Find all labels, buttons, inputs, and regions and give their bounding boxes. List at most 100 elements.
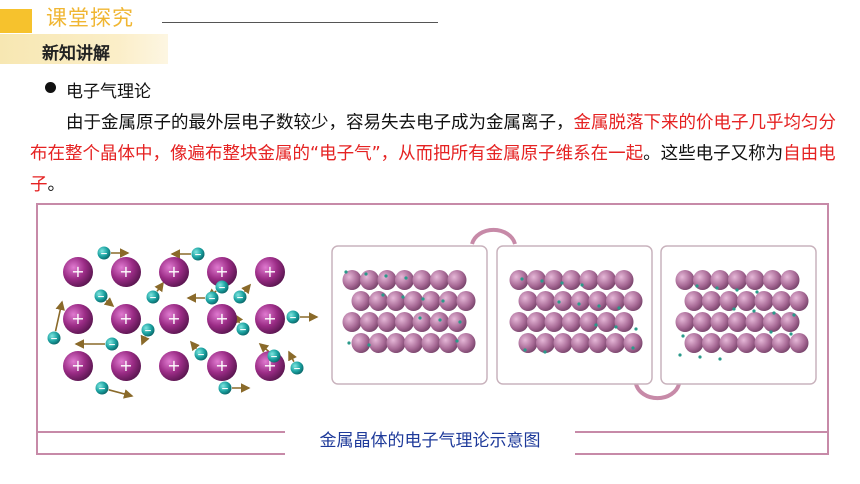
crystal-electron-dot bbox=[634, 327, 638, 331]
crystal-electron-dot bbox=[404, 276, 408, 280]
crystal-atom bbox=[430, 270, 449, 290]
paragraph-text-2: 。这些电子又称为 bbox=[643, 144, 784, 164]
crystal-atom bbox=[754, 291, 774, 311]
crystal-electron-dot bbox=[735, 288, 739, 292]
crystal-atom bbox=[386, 333, 406, 353]
crystal-atom bbox=[571, 333, 590, 353]
topic-heading: 电子气理论 bbox=[66, 82, 151, 102]
crystal-atom bbox=[780, 312, 800, 332]
explanation-paragraph: 由于金属原子的最外层电子数较少，容易失去电子成为金属离子，金属脱落下来的价电子几… bbox=[30, 108, 836, 201]
crystal-atom bbox=[412, 270, 432, 290]
ion-plus-sign: + bbox=[215, 356, 228, 375]
metal-ion bbox=[63, 351, 93, 381]
crystal-electron-dot bbox=[384, 274, 388, 278]
crystal-atom bbox=[702, 291, 721, 311]
free-electron bbox=[215, 280, 229, 294]
crystal-electron-dot bbox=[698, 355, 702, 359]
crystal-atom bbox=[439, 291, 458, 311]
crystal-atom bbox=[719, 291, 739, 311]
crystal-electron-dot bbox=[769, 330, 773, 334]
ion-plus-sign: + bbox=[215, 262, 228, 281]
crystal-electron-dot bbox=[718, 357, 722, 361]
crystal-electron-dot bbox=[344, 270, 348, 274]
electron-motion-arrow bbox=[54, 300, 65, 332]
crystal-atom bbox=[456, 291, 476, 311]
free-electron bbox=[146, 290, 160, 304]
electron-minus-sign: − bbox=[194, 251, 202, 261]
crystal-atom bbox=[562, 312, 581, 332]
crystal-atom bbox=[544, 312, 564, 332]
crystal-panels-atoms bbox=[342, 270, 809, 361]
ion-plus-sign: + bbox=[263, 309, 276, 328]
crystal-atom bbox=[780, 270, 800, 290]
electron-minus-sign: − bbox=[144, 327, 152, 337]
crystal-atom bbox=[754, 333, 774, 353]
crystal-atom bbox=[439, 333, 458, 353]
crystal-atom bbox=[562, 270, 581, 290]
crystal-electron-dot bbox=[418, 316, 422, 320]
metal-ion bbox=[255, 304, 285, 334]
crystal-atom bbox=[351, 291, 371, 311]
crystal-electron-dot bbox=[617, 306, 621, 310]
paragraph-text-3: 。 bbox=[47, 175, 66, 195]
crystal-atom bbox=[772, 333, 791, 353]
crystal-atom bbox=[737, 333, 756, 353]
crystal-electron-dot bbox=[594, 323, 598, 327]
crystal-atom bbox=[710, 312, 730, 332]
crystal-atom bbox=[536, 333, 555, 353]
metal-ion bbox=[111, 351, 141, 381]
crystal-atom bbox=[527, 312, 546, 332]
crystal-atom bbox=[360, 270, 379, 290]
connector-arc-bottom bbox=[634, 383, 681, 401]
crystal-electron-dot bbox=[755, 290, 759, 294]
free-electrons-group: −−−−−−−−−−−−−−−−− bbox=[47, 246, 304, 395]
crystal-electron-dot bbox=[421, 297, 425, 301]
crystal-atom bbox=[404, 291, 423, 311]
electron-motion-arrow bbox=[189, 340, 200, 352]
metal-ion bbox=[111, 304, 141, 334]
crystal-atom bbox=[728, 270, 747, 290]
free-electron bbox=[233, 290, 247, 304]
crystal-atom bbox=[395, 270, 414, 290]
crystal-atom bbox=[369, 291, 388, 311]
section-subtitle: 新知讲解 bbox=[42, 44, 110, 64]
crystal-atom bbox=[342, 270, 362, 290]
crystal-atom bbox=[614, 270, 634, 290]
crystal-atom bbox=[702, 333, 721, 353]
free-electron bbox=[97, 246, 111, 260]
metal-ion bbox=[255, 257, 285, 287]
ion-plus-sign: + bbox=[215, 309, 228, 328]
crystal-atom bbox=[745, 312, 765, 332]
paragraph-highlight-2: 自由电子 bbox=[30, 144, 836, 195]
crystal-atom bbox=[710, 270, 730, 290]
crystal-electron-dot bbox=[580, 283, 584, 287]
free-electron bbox=[47, 331, 61, 345]
crystal-electron-dot bbox=[732, 307, 736, 311]
crystal-atom bbox=[623, 333, 643, 353]
subtitle-band bbox=[0, 34, 168, 64]
crystal-electron-dot bbox=[678, 353, 682, 357]
metal-ion bbox=[159, 304, 189, 334]
crystal-atom bbox=[447, 270, 467, 290]
electron-motion-arrow bbox=[241, 283, 252, 295]
crystal-atom bbox=[412, 312, 432, 332]
crystal-electron-dot bbox=[381, 293, 385, 297]
ion-plus-sign: + bbox=[119, 262, 132, 281]
free-electron bbox=[267, 349, 281, 363]
free-electron bbox=[191, 247, 205, 261]
crystal-atom bbox=[369, 333, 388, 353]
header-accent-bar bbox=[0, 9, 32, 33]
crystal-electron-dot bbox=[752, 309, 756, 313]
crystal-atom bbox=[544, 270, 564, 290]
crystal-electron-dot bbox=[772, 311, 776, 315]
electron-minus-sign: − bbox=[221, 385, 229, 395]
crystal-atom bbox=[579, 270, 599, 290]
crystal-atom bbox=[789, 291, 809, 311]
crystal-atom bbox=[763, 312, 782, 332]
connector-arc-top bbox=[470, 227, 517, 245]
crystal-electron-dot bbox=[631, 346, 635, 350]
electron-minus-sign: − bbox=[289, 314, 297, 324]
crystal-electron-dot bbox=[695, 284, 699, 288]
free-electron bbox=[94, 289, 108, 303]
crystal-electron-dot bbox=[614, 325, 618, 329]
